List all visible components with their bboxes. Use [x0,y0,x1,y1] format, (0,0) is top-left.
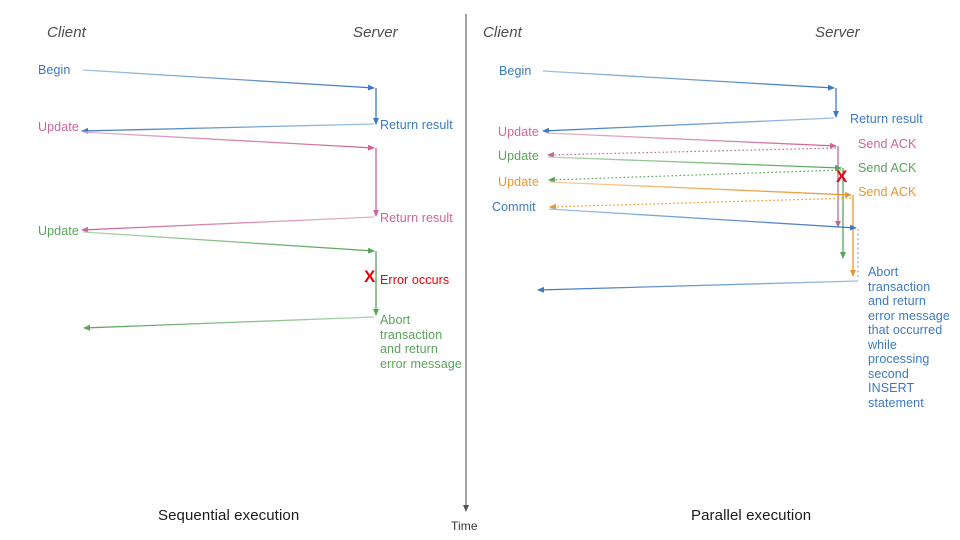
left-msg-begin: Begin [38,63,71,77]
left-caption: Sequential execution [158,507,300,524]
arrow-update-3-parallel [548,181,852,198]
right-msg-send-ack-2: Send ACK [858,161,917,175]
arrow-abort-return [83,316,375,331]
arrow-send-ack-green [548,169,842,183]
arrow-begin [82,69,375,91]
arrow-update-1-parallel [545,132,837,149]
arrow-return-result-1 [81,123,375,134]
right-msg-begin: Begin [499,64,532,78]
error-marker-icon-parallel: X [836,167,848,186]
left-actor-client: Client [47,24,86,41]
right-msg-send-ack-3: Send ACK [858,185,917,199]
arrow-send-ack-orange [549,197,852,210]
left-abort-label: Abort transaction and return error messa… [380,313,462,371]
left-actor-server: Server [353,24,398,41]
left-panel-arrows [81,69,379,331]
right-panel-arrows [537,70,859,293]
arrow-commit [548,208,857,231]
left-error-label: Error occurs [380,273,450,287]
arrow-return-result-parallel [542,117,835,134]
error-marker-icon: X [364,267,376,286]
time-axis-label: Time [451,519,478,533]
arrow-update-2-parallel [547,156,842,171]
left-msg-return-result-1: Return result [380,118,453,132]
left-msg-update-1: Update [38,120,79,134]
arrow-send-ack-pink [547,147,837,158]
left-msg-update-2: Update [38,224,79,238]
right-actor-server: Server [815,24,860,41]
arrow-update-2 [82,231,375,254]
arrow-update-1 [82,131,375,151]
right-msg-update-1: Update [498,125,539,139]
right-actor-client: Client [483,24,522,41]
arrow-return-result-2 [81,216,375,233]
right-caption: Parallel execution [691,507,812,524]
right-msg-update-2: Update [498,149,539,163]
arrow-abort-return-parallel [537,280,859,293]
right-msg-commit: Commit [492,200,536,214]
right-msg-update-3: Update [498,175,539,189]
right-msg-return-result: Return result [850,112,923,126]
arrow-begin-parallel [542,70,835,91]
right-msg-send-ack-1: Send ACK [858,137,917,151]
left-msg-return-result-2: Return result [380,211,453,225]
right-abort-label: Abort transaction and return error messa… [868,265,950,410]
